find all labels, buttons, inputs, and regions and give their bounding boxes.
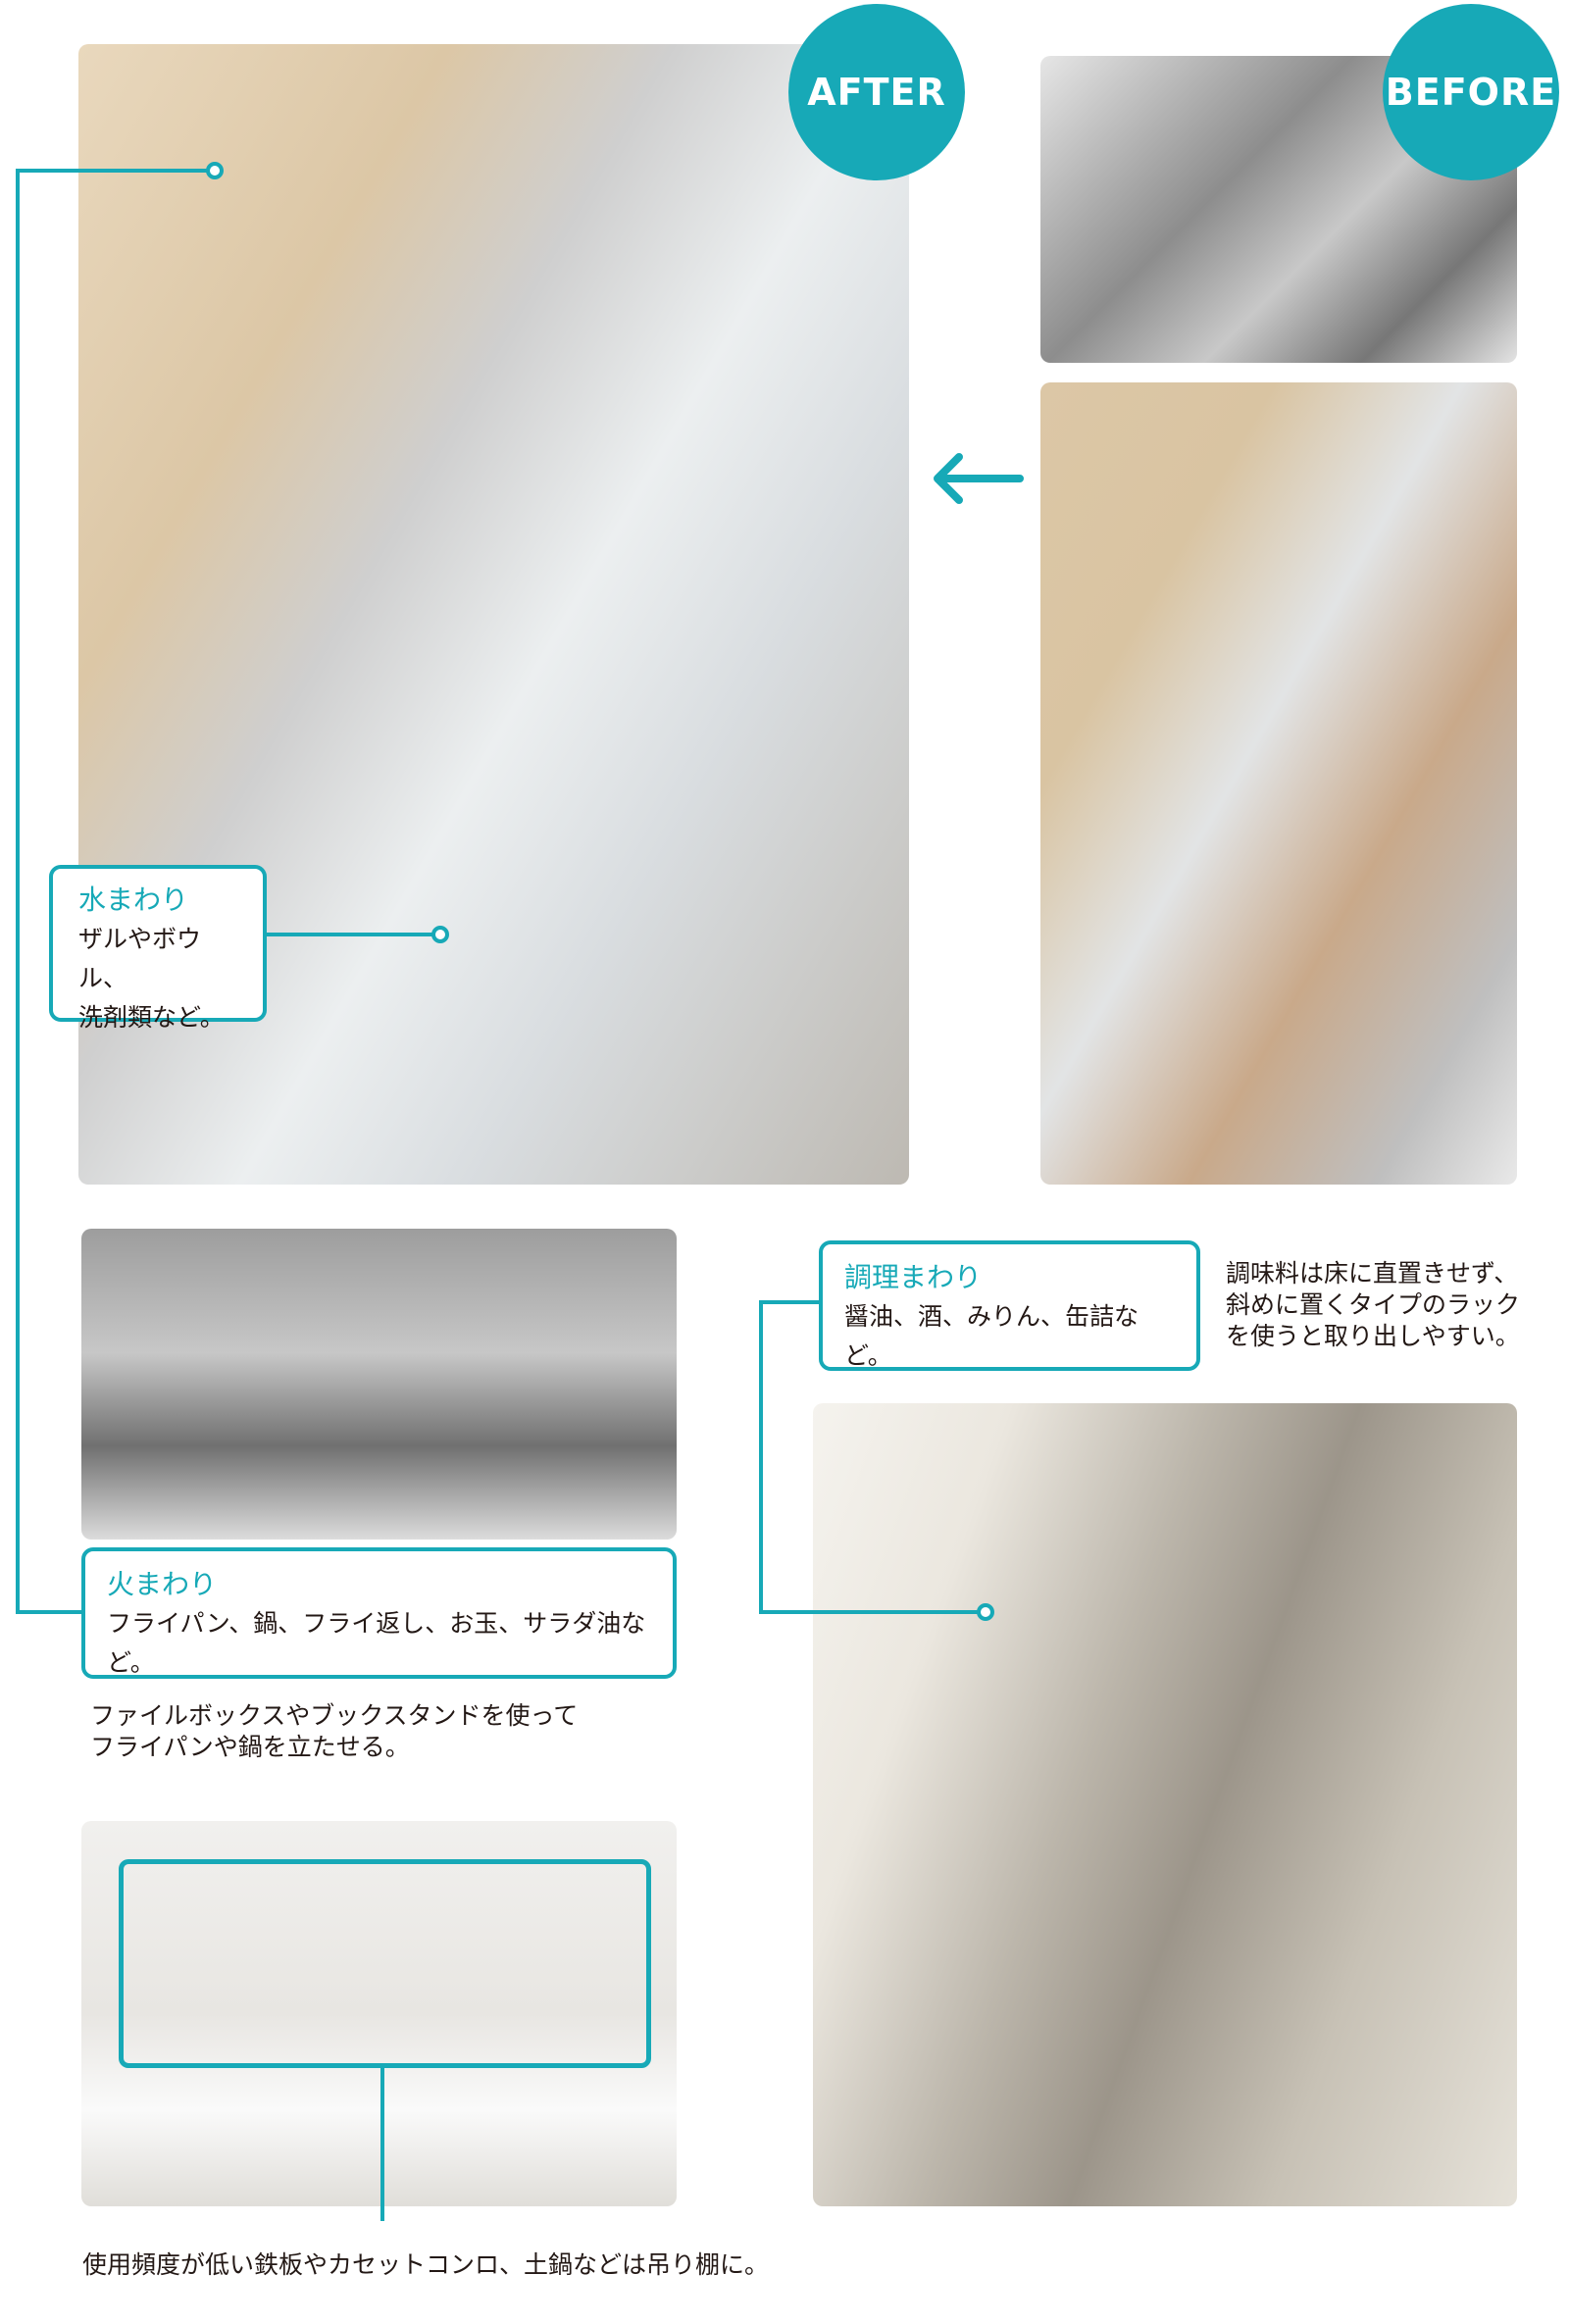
note-line: を使うと取り出しやすい。	[1226, 1322, 1520, 1350]
connector-line	[759, 1300, 822, 1304]
pans-drawer-photo	[81, 1229, 677, 1540]
connector-line	[16, 169, 20, 1614]
upper-shelf-photo	[81, 1821, 677, 2206]
caption-line: ファイルボックスやブックスタンドを使って	[90, 1701, 579, 1730]
fire-caption: ファイルボックスやブックスタンドを使って フライパンや鍋を立たせる。	[90, 1700, 578, 1763]
caption-line: フライパンや鍋を立たせる。	[90, 1733, 410, 1761]
connector-dot	[206, 162, 224, 179]
sink-line: ザルやボウル、	[78, 925, 202, 992]
connector-line	[16, 169, 216, 173]
before-badge: BEFORE	[1383, 4, 1559, 180]
after-badge: AFTER	[788, 4, 965, 180]
cooking-title: 調理まわり	[844, 1261, 983, 1293]
fire-label-box: 火まわり フライパン、鍋、フライ返し、お玉、サラダ油など。	[81, 1547, 677, 1679]
cooking-body: 醤油、酒、みりん、缶詰など。	[844, 1302, 1139, 1370]
seasoning-rack-photo	[813, 1403, 1517, 2206]
connector-line	[16, 1610, 84, 1614]
sink-label-box: 水まわり ザルやボウル、 洗剤類など。	[49, 865, 267, 1032]
note-line: 斜めに置くタイプのラック	[1226, 1290, 1521, 1319]
shelf-highlight	[119, 1859, 651, 2068]
before-bottom-drawer-photo	[1040, 382, 1517, 1185]
connector-dot	[431, 926, 449, 943]
cooking-label-box: 調理まわり 醤油、酒、みりん、缶詰など。	[819, 1240, 1200, 1371]
connector-line	[263, 933, 441, 936]
fire-title: 火まわり	[107, 1568, 218, 1600]
cooking-note: 調味料は床に直置きせず、 斜めに置くタイプのラック を使うと取り出しやすい。	[1226, 1258, 1520, 1352]
sink-line: 洗剤類など。	[78, 1003, 225, 1032]
connector-line	[380, 2066, 384, 2221]
note-line: 調味料は床に直置きせず、	[1226, 1259, 1519, 1288]
shelf-caption: 使用頻度が低い鉄板やカセットコンロ、土鍋などは吊り棚に。	[82, 2250, 770, 2279]
connector-dot	[977, 1603, 994, 1621]
fire-body: フライパン、鍋、フライ返し、お玉、サラダ油など。	[107, 1609, 646, 1677]
sink-title: 水まわり	[78, 884, 189, 916]
connector-line	[759, 1610, 987, 1614]
connector-line	[759, 1300, 763, 1614]
arrow-left-icon	[934, 453, 1024, 504]
